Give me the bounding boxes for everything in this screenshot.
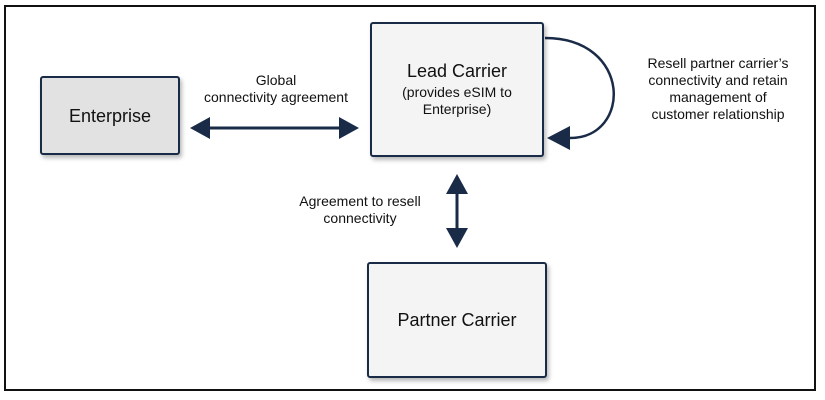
resell-agreement-label-line1: Agreement to resell: [299, 193, 421, 209]
lead-carrier-subtitle-line2: Enterprise): [422, 101, 492, 117]
lead-carrier-subtitle-line1: (provides eSIM to: [402, 84, 512, 100]
resell-agreement-label: Agreement to resell connectivity: [282, 193, 438, 227]
global-agreement-label-line2: connectivity agreement: [204, 89, 348, 105]
self-loop-label-line3: management of: [669, 89, 767, 105]
global-agreement-label-line1: Global: [255, 72, 297, 88]
lead-carrier-title: Lead Carrier: [406, 61, 508, 81]
global-agreement-label: Global connectivity agreement: [196, 72, 356, 106]
enterprise-title: Enterprise: [68, 105, 152, 126]
enterprise-node: Enterprise: [40, 76, 180, 155]
partner-carrier-title: Partner Carrier: [397, 310, 517, 330]
diagram-frame: [4, 5, 816, 391]
self-loop-arrow: [544, 36, 615, 150]
self-loop-label-line1: Resell partner carrier’s: [647, 55, 789, 71]
self-loop-label-line4: customer relationship: [651, 106, 785, 122]
resell-agreement-label-line2: connectivity: [323, 210, 397, 226]
partner-carrier-node: Partner Carrier: [367, 262, 547, 378]
self-loop-label-line2: connectivity and retain: [648, 72, 788, 88]
lead-carrier-node: Lead Carrier (provides eSIM to Enterpris…: [370, 22, 544, 157]
global-agreement-arrow: [190, 117, 359, 139]
resell-agreement-arrow: [446, 174, 468, 248]
self-loop-label: Resell partner carrier’s connectivity an…: [626, 55, 810, 123]
